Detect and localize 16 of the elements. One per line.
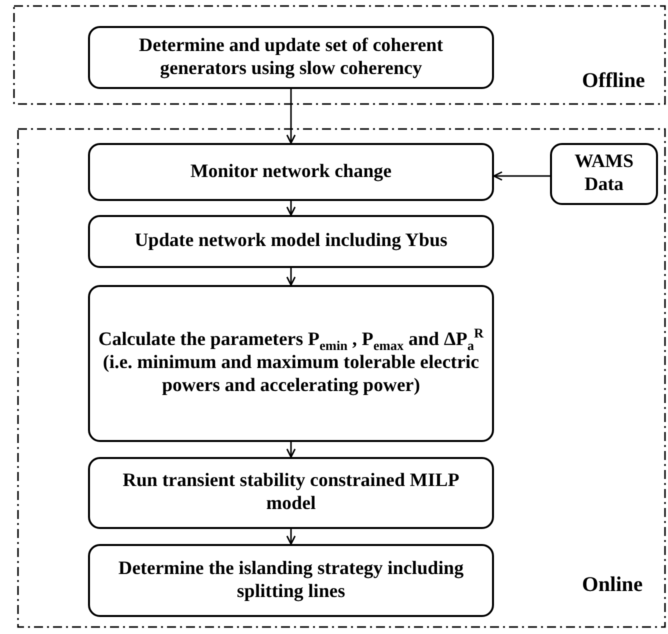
arrow: [286, 89, 296, 144]
arrow: [286, 529, 296, 545]
arrow: [286, 442, 296, 458]
region-label: Online: [582, 572, 643, 597]
process-box: WAMS Data: [550, 143, 658, 205]
process-box: Determine and update set of coherent generators using slow coherency: [88, 26, 494, 89]
arrow: [286, 201, 296, 216]
arrow: [286, 268, 296, 286]
arrow: [493, 171, 550, 181]
process-box: Monitor network change: [88, 143, 494, 201]
region-label: Offline: [582, 68, 645, 93]
dash-dot-region: [13, 5, 666, 105]
process-box: Update network model including Ybus: [88, 215, 494, 268]
process-box: Determine the islanding strategy including splitting lines: [88, 544, 494, 617]
process-box: Run transient stability constrained MILP model: [88, 457, 494, 529]
dash-dot-region: [17, 128, 666, 628]
